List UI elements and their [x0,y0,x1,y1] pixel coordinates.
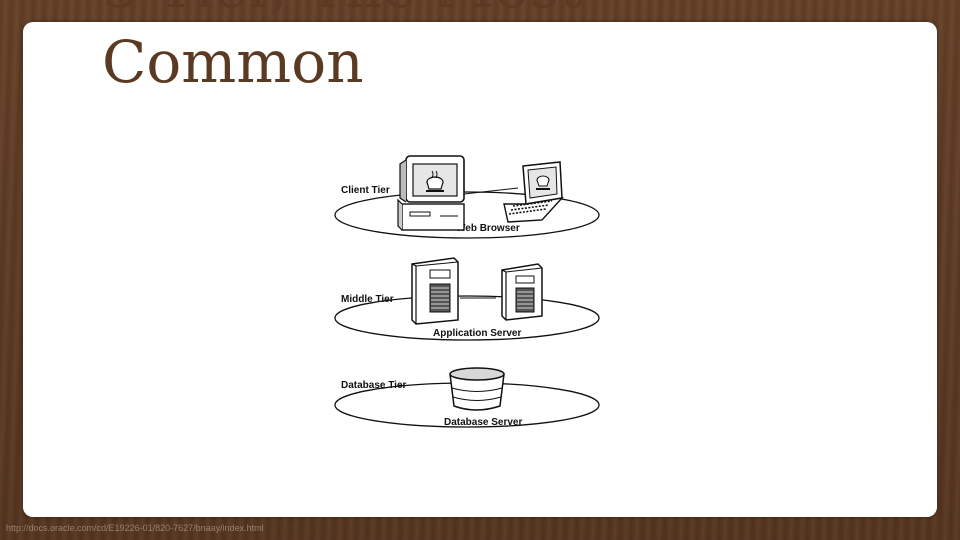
three-tier-diagram: Client Tier Web Browser Middle Tier Appl… [334,155,600,428]
laptop-icon [503,161,564,223]
slide-canvas [23,22,937,517]
middle-tier-label: Middle Tier [341,294,394,305]
title-line-2: Common [102,28,364,96]
source-url: http://docs.oracle.com/cd/E19226-01/820-… [6,523,264,533]
title-area: 3-Tier, The Most Common [0,0,960,120]
title-line-1: 3-Tier, The Most [102,0,582,21]
client-tier-platform [334,191,600,239]
server-tower-icon [411,257,459,325]
database-server-label: Database Server [444,417,522,428]
desktop-computer-icon [397,155,465,231]
server-tower-icon [501,263,543,321]
database-tier-label: Database Tier [341,380,407,391]
middle-tier-platform [334,295,600,341]
slide-title: 3-Tier, The Most Common [102,0,582,100]
client-tier-label: Client Tier [341,185,390,196]
web-browser-label: Web Browser [456,223,520,234]
application-server-label: Application Server [433,328,521,339]
client-connection-line [463,187,519,195]
database-icon [449,367,505,411]
